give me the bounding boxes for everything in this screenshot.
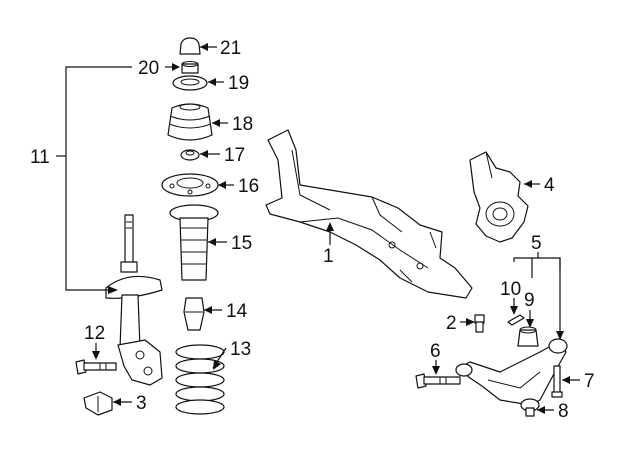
leader-lines bbox=[56, 43, 580, 414]
bolt-icon bbox=[75, 359, 117, 375]
bolt-icon bbox=[507, 314, 525, 326]
callout-3: 3 bbox=[136, 393, 147, 414]
callout-21: 21 bbox=[220, 38, 241, 59]
callout-9: 9 bbox=[524, 290, 535, 311]
callout-15: 15 bbox=[231, 233, 252, 254]
callout-10: 10 bbox=[500, 279, 521, 300]
steering-knuckle-icon bbox=[469, 151, 529, 243]
callout-11: 11 bbox=[30, 147, 50, 168]
callout-2: 2 bbox=[446, 313, 457, 334]
callout-16: 16 bbox=[238, 176, 259, 197]
crossmember-icon bbox=[265, 129, 473, 299]
callout-17: 17 bbox=[224, 145, 245, 166]
lower-control-arm-icon bbox=[455, 338, 568, 406]
upper-insulator-icon bbox=[167, 103, 213, 141]
callout-6: 6 bbox=[430, 341, 441, 362]
callout-5: 5 bbox=[531, 233, 542, 254]
coil-spring-icon bbox=[175, 344, 225, 415]
bearing-icon bbox=[172, 75, 208, 91]
bushing-icon bbox=[180, 149, 200, 161]
callout-7: 7 bbox=[584, 371, 595, 392]
nut-icon bbox=[181, 61, 199, 74]
callout-1: 1 bbox=[323, 246, 334, 267]
callout-19: 19 bbox=[228, 73, 249, 94]
callout-8: 8 bbox=[558, 401, 569, 422]
dust-boot-icon bbox=[169, 204, 219, 281]
ball-joint-icon bbox=[520, 398, 540, 417]
callout-18: 18 bbox=[232, 114, 253, 135]
bump-stop-icon bbox=[183, 297, 205, 331]
spring-seat-icon bbox=[161, 173, 219, 197]
bolt-icon bbox=[551, 365, 563, 398]
callout-20: 20 bbox=[138, 58, 159, 79]
strut-mount-cap-icon bbox=[179, 37, 201, 55]
callout-13: 13 bbox=[230, 339, 251, 360]
bushing-icon bbox=[517, 326, 539, 347]
callout-labels: 1 2 3 4 5 6 7 8 9 10 11 12 13 14 15 16 1… bbox=[30, 38, 595, 422]
bracket-icon bbox=[83, 391, 113, 416]
bolt-icon bbox=[474, 314, 485, 333]
bolt-icon bbox=[415, 373, 461, 389]
callout-4: 4 bbox=[544, 175, 555, 196]
strut-assembly-icon bbox=[105, 214, 163, 386]
callout-14: 14 bbox=[226, 301, 248, 322]
callout-12: 12 bbox=[84, 323, 105, 344]
